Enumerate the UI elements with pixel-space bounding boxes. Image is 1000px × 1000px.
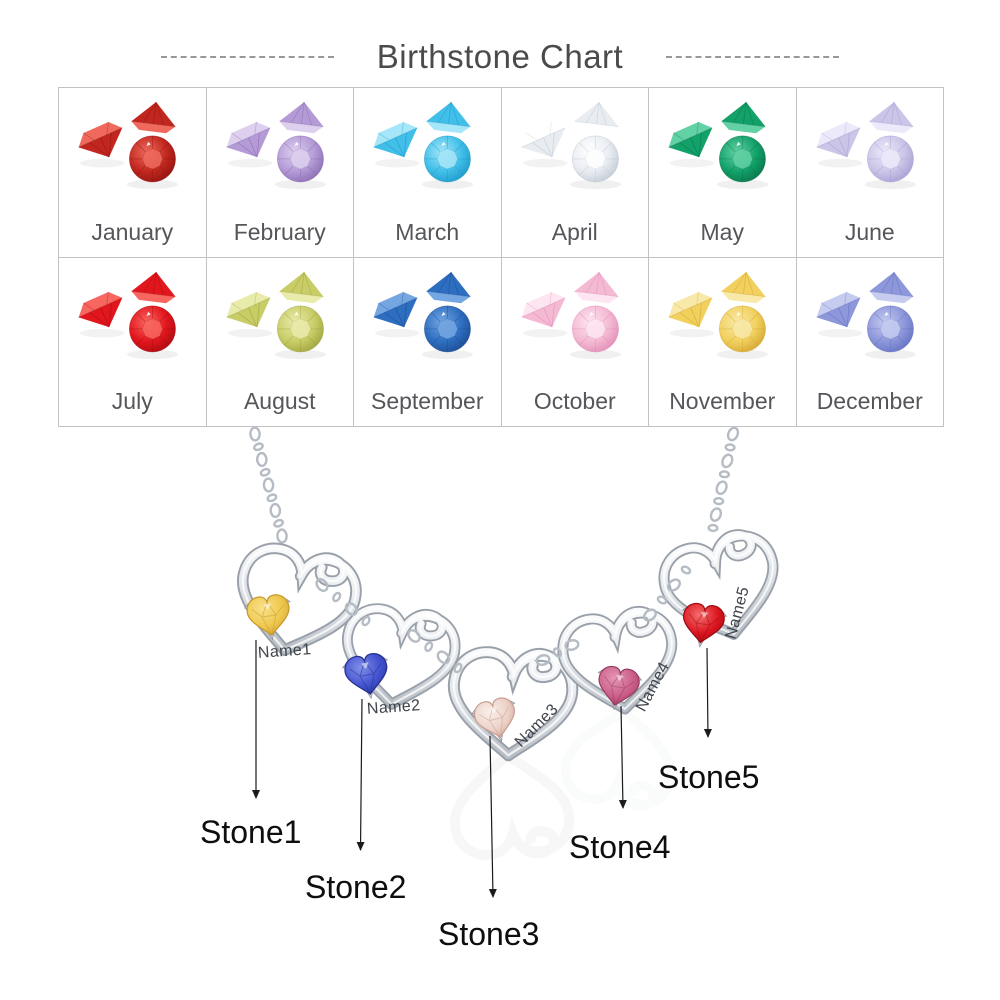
month-label-february: February: [233, 218, 326, 245]
heart-pendant-5: [657, 528, 787, 648]
stone-label-1: Stone1: [200, 814, 302, 850]
necklace-chain: [249, 426, 740, 544]
gem-cluster-february: [226, 101, 326, 190]
title-dash-left: [160, 55, 334, 58]
stone-label-3: Stone3: [438, 916, 540, 952]
birthstone-cell-february: February: [206, 88, 353, 257]
chart-header: Birthstone Chart: [0, 40, 1000, 73]
birthstone-cell-april: April: [501, 88, 648, 257]
gem-cluster-march: [373, 101, 474, 190]
month-label-april: April: [551, 218, 598, 245]
pendant-birthstone-5: [681, 602, 728, 648]
stone-label-5: Stone5: [658, 759, 760, 795]
stone-label-2: Stone2: [305, 869, 407, 905]
birthstone-cell-june: June: [796, 88, 943, 257]
month-label-march: March: [395, 218, 460, 245]
title-dash-right: [666, 55, 840, 58]
birthstone-cell-september: September: [354, 257, 501, 426]
gem-cluster-june: [816, 101, 916, 190]
pendant-birthstone-3: [471, 697, 516, 743]
reflection-heart: [450, 752, 571, 860]
gem-cluster-may: [668, 101, 769, 190]
stone4-arrow: [618, 705, 627, 809]
heart-pendant-1: [229, 540, 363, 663]
gem-cluster-december: [816, 271, 916, 359]
pendant-name-3: Name3: [512, 701, 562, 751]
gem-cluster-october: [521, 271, 621, 359]
month-label-august: August: [243, 388, 316, 414]
pendant-birthstone-1: [244, 594, 291, 641]
birthstone-cell-august: August: [206, 257, 353, 426]
birthstone-cell-december: December: [796, 257, 943, 426]
page-title: Birthstone Chart: [376, 38, 624, 75]
pendant-birthstone-4: [597, 665, 643, 711]
month-label-november: November: [669, 388, 776, 414]
stone5-arrow: [703, 647, 712, 738]
stone-label-4: Stone4: [569, 829, 671, 865]
month-label-september: September: [370, 388, 484, 414]
month-label-january: January: [91, 218, 174, 245]
birthstone-cell-july: July: [59, 257, 206, 426]
month-label-july: July: [111, 388, 153, 414]
birthstones: [244, 594, 728, 743]
gem-cluster-september: [373, 271, 474, 359]
gem-cluster-april: [521, 101, 621, 190]
gem-cluster-november: [668, 271, 769, 359]
gem-cluster-july: [78, 271, 179, 359]
heart-pendant-3: [449, 648, 574, 759]
pendant-name-2: Name2: [366, 697, 421, 718]
stone2-arrow: [356, 698, 365, 851]
pendant-name-1: Name1: [257, 641, 312, 662]
month-label-december: December: [816, 388, 923, 414]
pendant-name-5: Name5: [723, 585, 753, 641]
birthstone-cell-november: November: [649, 257, 796, 426]
month-label-june: June: [844, 218, 895, 245]
birthstone-cell-october: October: [501, 257, 648, 426]
connecting-chain: [315, 565, 692, 674]
pendant-birthstone-2: [341, 653, 389, 700]
heart-pendant-4: [559, 608, 679, 716]
gem-cluster-august: [226, 271, 326, 359]
gem-cluster-january: [78, 101, 179, 190]
birthstone-cell-january: January: [59, 88, 206, 257]
birthstone-table: January February: [58, 87, 944, 427]
stone3-arrow: [488, 735, 497, 898]
month-label-may: May: [700, 218, 744, 245]
birthstone-cell-may: May: [649, 88, 796, 257]
heart-pendant-2: [338, 603, 460, 713]
birthstone-cell-march: March: [354, 88, 501, 257]
month-label-october: October: [533, 388, 616, 414]
pendant-name-4: Name4: [633, 659, 673, 714]
